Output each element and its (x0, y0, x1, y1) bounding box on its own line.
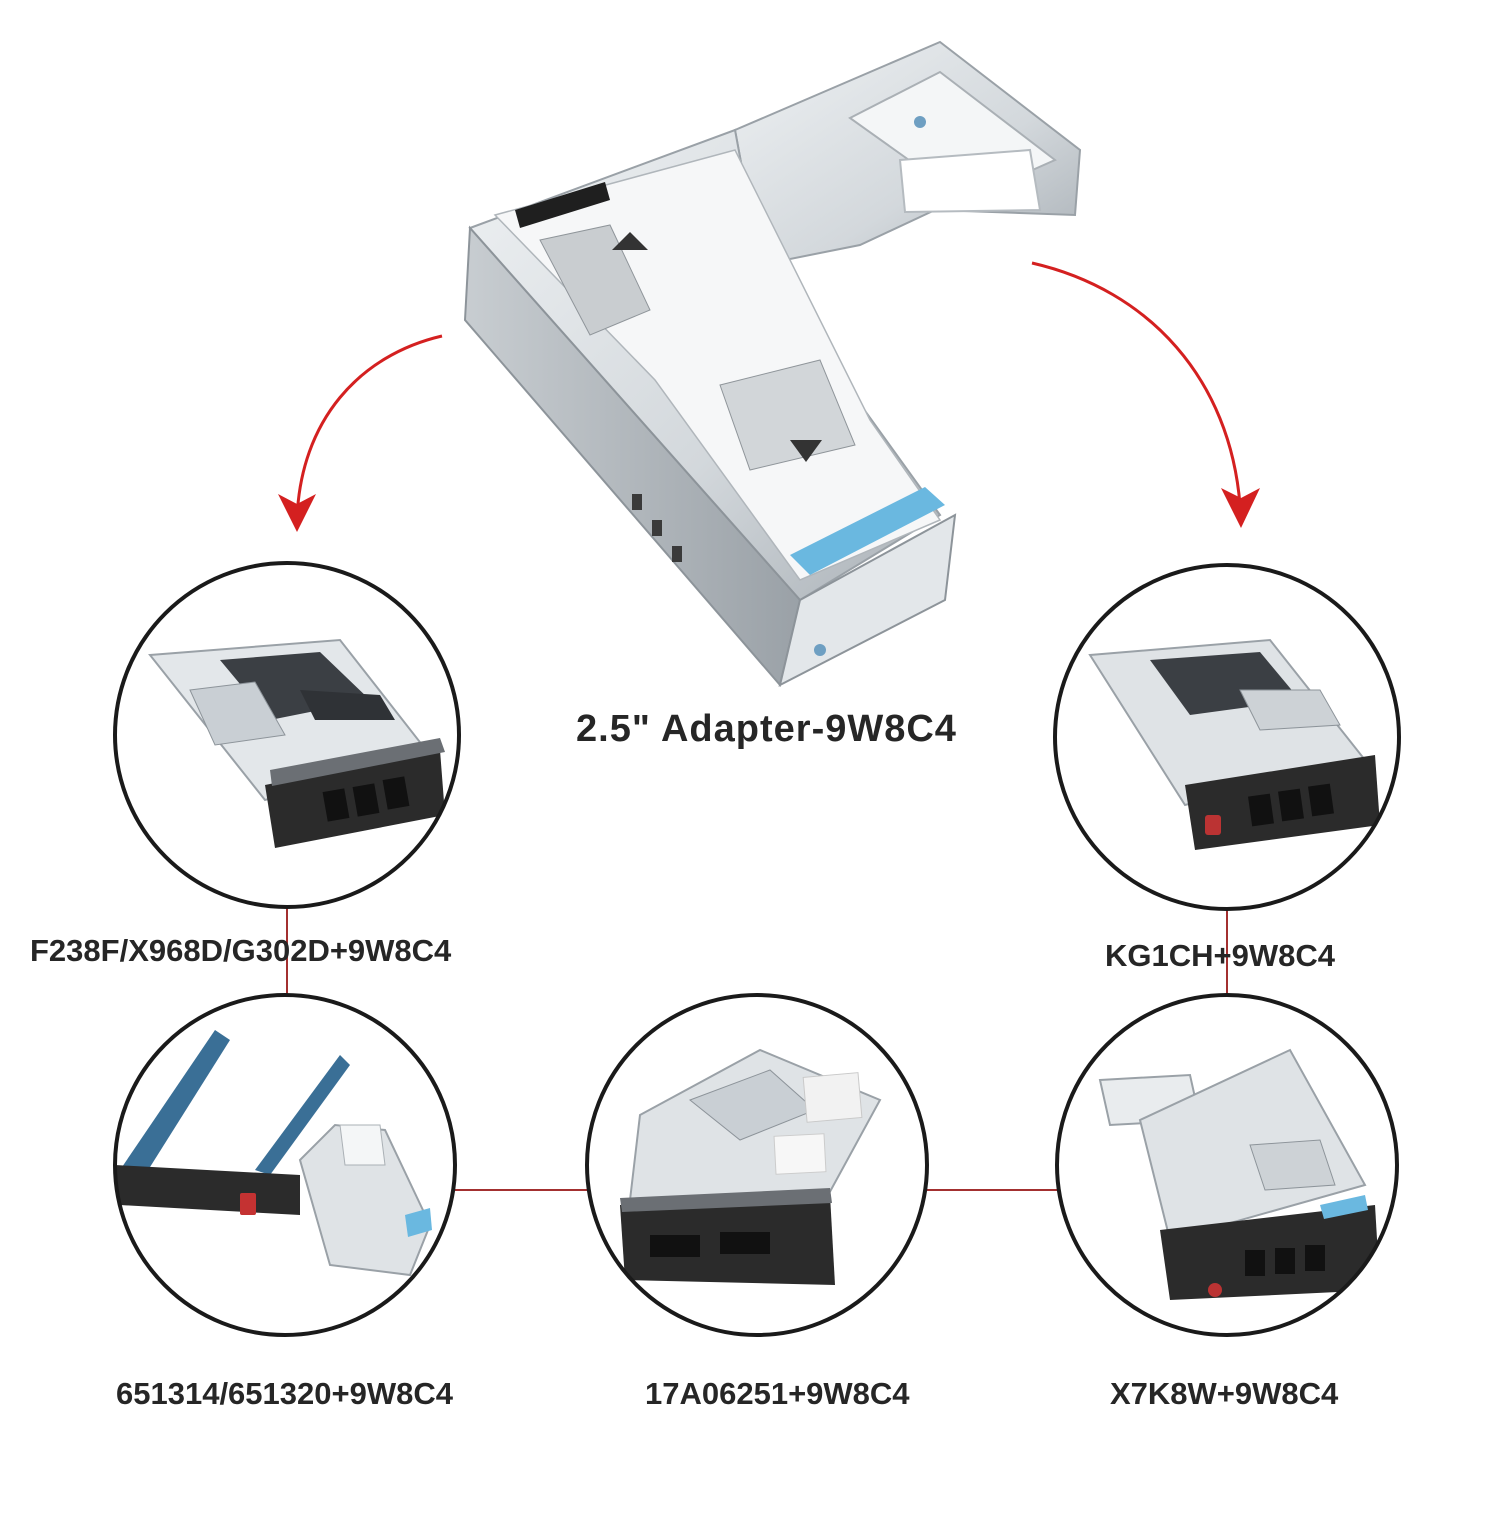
tray-label-kg1ch: KG1CH+9W8C4 (1105, 938, 1335, 973)
arrow-left-curve (295, 334, 443, 521)
tray-label-x7k8w: X7K8W+9W8C4 (1110, 1376, 1339, 1411)
main-adapter-image (463, 40, 1082, 688)
tray-label-f238f: F238F/X968D/G302D+9W8C4 (30, 933, 452, 968)
tray-image-x7k8w (1055, 993, 1399, 1337)
adapter-label: 2.5" Adapter-9W8C4 (576, 708, 957, 750)
tray-image-kg1ch (1053, 563, 1401, 911)
tray-image-651314 (113, 993, 457, 1337)
arrow-right-curve (1031, 261, 1242, 506)
arrow-right-head (1221, 488, 1260, 528)
tray-label-651314: 651314/651320+9W8C4 (116, 1376, 453, 1411)
tray-label-17a06251: 17A06251+9W8C4 (645, 1376, 910, 1411)
arrow-left-head (278, 494, 316, 532)
tray-image-f238f (113, 561, 461, 909)
tray-image-17a06251 (585, 993, 929, 1337)
